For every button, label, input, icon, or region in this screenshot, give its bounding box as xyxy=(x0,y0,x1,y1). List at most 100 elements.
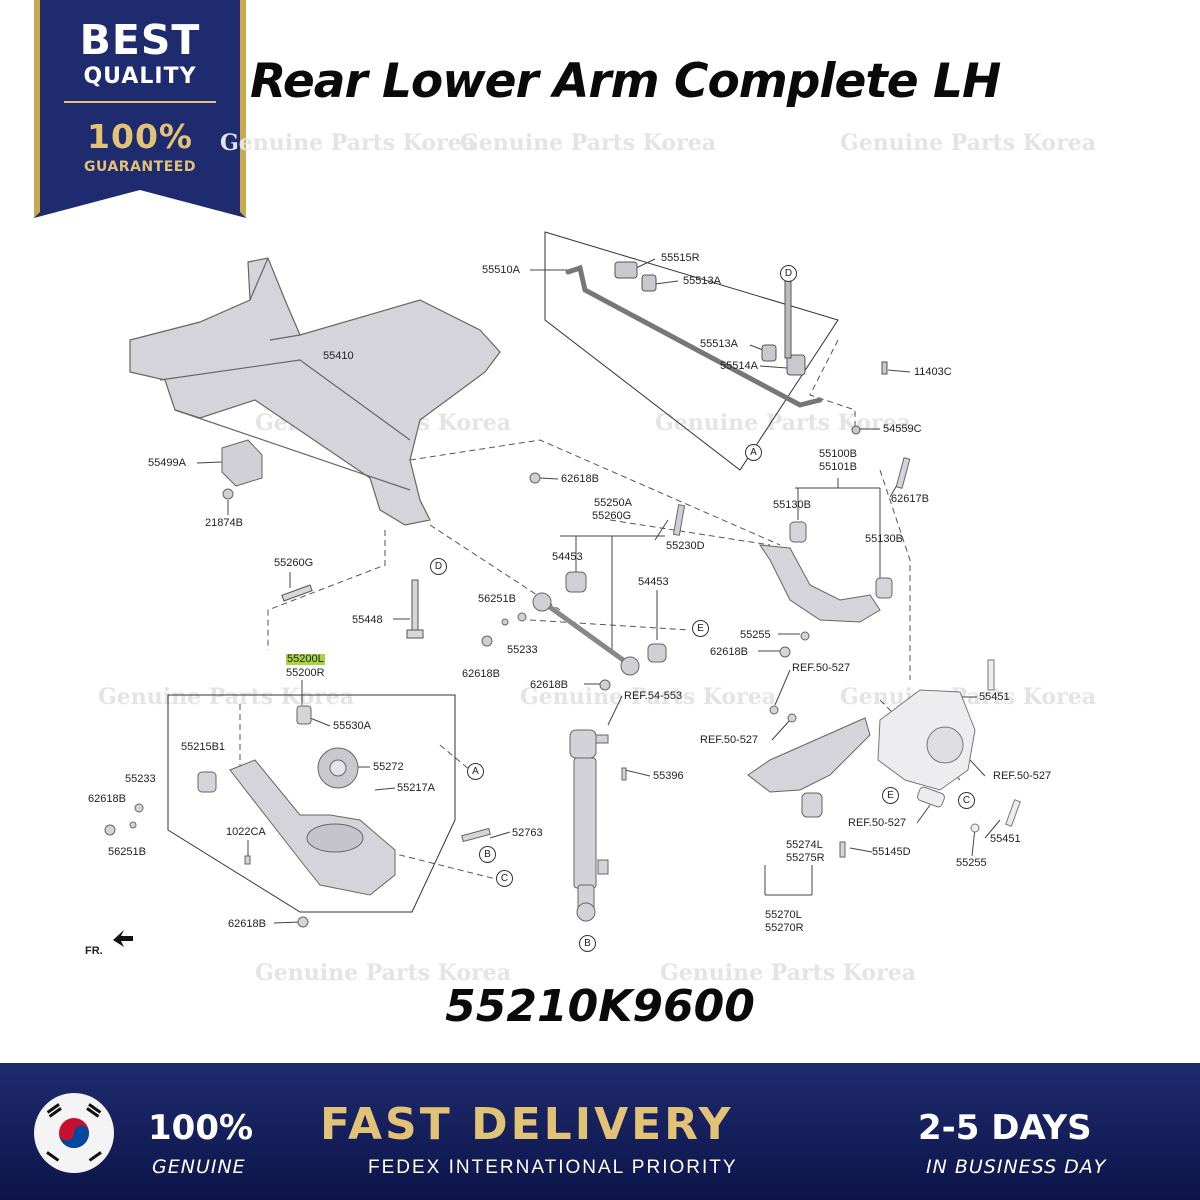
callout-label: 55101B xyxy=(819,461,857,473)
callout-label: 62618B xyxy=(462,668,500,680)
callout-label: 55510A xyxy=(482,264,520,276)
callout-label: 55448 xyxy=(352,614,383,626)
callout-label: 55451 xyxy=(990,833,1021,845)
callout-label: 55272 xyxy=(373,761,404,773)
callout-label: 55230D xyxy=(666,540,705,552)
reference-marker: A xyxy=(745,444,762,461)
callout-label: 55233 xyxy=(125,773,156,785)
callout-label: 62618B xyxy=(88,793,126,805)
callout-label: 55200R xyxy=(286,667,325,679)
badge-ribbon-shape xyxy=(34,0,246,218)
knuckle xyxy=(877,659,1021,833)
best-quality-badge: BEST QUALITY 100% GUARANTEED xyxy=(34,0,246,218)
reference-marker: A xyxy=(467,763,484,780)
callout-label-highlighted: 55200L xyxy=(286,653,325,665)
callout-label: 55513A xyxy=(683,275,721,287)
callout-label: 62618B xyxy=(228,918,266,930)
callout-label: 55130B xyxy=(773,499,811,511)
callout-label: 55396 xyxy=(653,770,684,782)
business-day-label: IN BUSINESS DAY xyxy=(926,1156,1107,1178)
callout-label: REF.54-553 xyxy=(624,690,683,702)
stabilizer-bar xyxy=(565,264,823,408)
watermark: Genuine Parts Korea xyxy=(220,130,476,156)
callout-label: 62618B xyxy=(710,646,748,658)
lower-arm-group-box xyxy=(167,694,456,913)
delivery-days: 2-5 DAYS xyxy=(918,1108,1092,1148)
korea-flag-icon xyxy=(34,1093,114,1173)
bolt-55448 xyxy=(406,579,424,639)
callout-label: 62618B xyxy=(561,473,599,485)
korea-flag-drawing xyxy=(46,1103,102,1162)
callout-label: 56251B xyxy=(108,846,146,858)
callout-label: REF.50-527 xyxy=(848,817,907,829)
genuine-percent: 100% xyxy=(148,1108,254,1148)
callout-label: 55260G xyxy=(592,510,632,522)
fedex-priority-label: FEDEX INTERNATIONAL PRIORITY xyxy=(368,1157,738,1178)
fast-delivery-title: FAST DELIVERY xyxy=(320,1099,734,1150)
rear-subframe xyxy=(129,257,501,526)
callout-label: REF.50-527 xyxy=(993,770,1052,782)
genuine-label: GENUINE xyxy=(152,1156,246,1178)
callout-label: 55513A xyxy=(700,338,738,350)
watermark: Genuine Parts Korea xyxy=(655,410,911,436)
stabilizer-group-box xyxy=(544,231,839,471)
badge-quality: QUALITY xyxy=(83,64,197,89)
callout-label: 21874B xyxy=(205,517,243,529)
reference-marker: B xyxy=(579,935,596,952)
trailing-arm xyxy=(747,705,871,858)
stabilizer-bushings xyxy=(614,261,888,435)
front-direction-label: FR. xyxy=(85,945,103,957)
callout-label: 54453 xyxy=(638,576,669,588)
watermark: Genuine Parts Korea xyxy=(98,684,354,710)
callout-label: 55100B xyxy=(819,448,857,460)
callout-label: 54559C xyxy=(883,423,922,435)
callout-label: 62617B xyxy=(891,493,929,505)
callout-label: 11403C xyxy=(914,366,952,378)
mount-bracket xyxy=(221,439,263,500)
callout-label: 1022CA xyxy=(226,826,266,838)
watermark: Genuine Parts Korea xyxy=(255,960,511,986)
watermark: Genuine Parts Korea xyxy=(840,130,1096,156)
shock-absorber xyxy=(569,729,627,922)
callout-label: 55217A xyxy=(397,782,435,794)
upper-arm xyxy=(758,457,911,658)
callout-label: 55270L xyxy=(765,909,802,921)
watermark: Genuine Parts Korea xyxy=(520,684,776,710)
callout-label: 54453 xyxy=(552,551,583,563)
callout-label: 55451 xyxy=(979,691,1010,703)
reference-marker: E xyxy=(692,620,709,637)
callout-label: 55530A xyxy=(333,720,371,732)
footer-banner: 100% GENUINE FAST DELIVERY FEDEX INTERNA… xyxy=(0,1063,1200,1200)
badge-100-percent: 100% xyxy=(87,117,193,156)
callout-label: REF.50-527 xyxy=(792,662,851,674)
callout-label: 62618B xyxy=(530,679,568,691)
part-number: 55210K9600 xyxy=(445,981,755,1032)
callout-label: 56251B xyxy=(478,593,516,605)
callout-label: 55514A xyxy=(720,360,758,372)
reference-marker: C xyxy=(496,870,513,887)
callout-label: 55255 xyxy=(740,629,771,641)
reference-marker: C xyxy=(958,792,975,809)
page-title: Rear Lower Arm Complete LH xyxy=(250,54,1001,109)
watermark: Genuine Parts Korea xyxy=(660,960,916,986)
front-direction-arrow xyxy=(113,930,133,947)
callout-label: 55515R xyxy=(661,252,700,264)
callout-label: 55233 xyxy=(507,644,538,656)
callout-label: REF.50-527 xyxy=(700,734,759,746)
toe-link xyxy=(481,472,686,691)
callout-label: 55260G xyxy=(274,557,314,569)
callout-label: 52763 xyxy=(512,827,543,839)
badge-best: BEST xyxy=(79,16,201,64)
callout-label: 55410 xyxy=(323,350,354,362)
reference-marker: E xyxy=(882,787,899,804)
callout-label: 55255 xyxy=(956,857,987,869)
callout-label: 55499A xyxy=(148,457,186,469)
callout-label: 55215B1 xyxy=(181,741,226,753)
reference-marker: D xyxy=(780,265,797,282)
callout-label: 55145D xyxy=(872,846,911,858)
badge-guaranteed: GUARANTEED xyxy=(84,159,196,175)
watermark: Genuine Parts Korea xyxy=(460,130,716,156)
reference-marker: D xyxy=(430,558,447,575)
callout-label: 55130B xyxy=(865,533,903,545)
